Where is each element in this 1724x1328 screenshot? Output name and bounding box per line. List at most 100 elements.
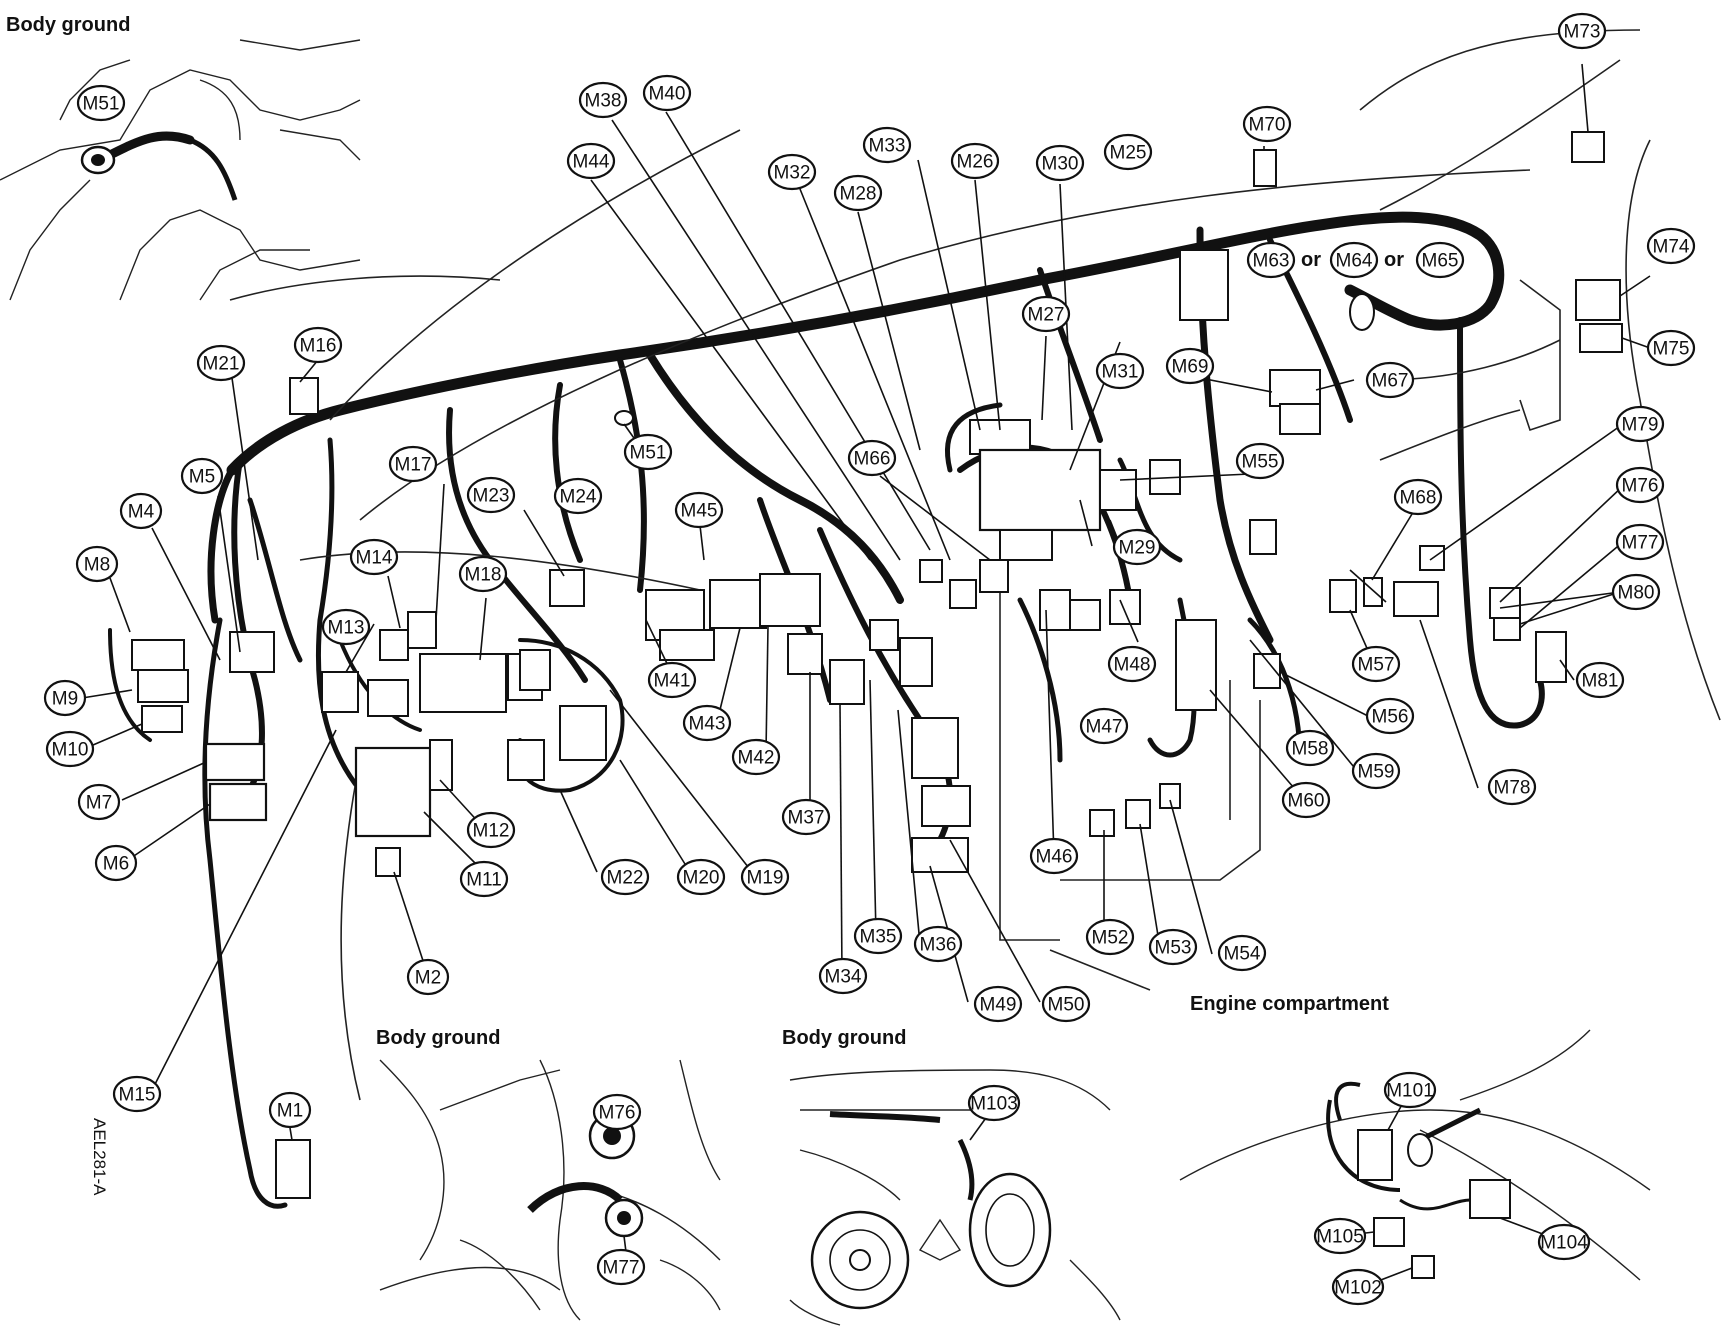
callout-ellipse bbox=[466, 811, 516, 849]
callout-m74: M74 bbox=[1646, 227, 1696, 265]
leader-lines bbox=[81, 63, 1651, 1289]
callout-label: M8 bbox=[84, 555, 110, 576]
or-text-1: or bbox=[1301, 249, 1321, 271]
callout-label: M105 bbox=[1316, 1227, 1364, 1248]
callout-m78: M78 bbox=[1487, 768, 1537, 806]
callout-m26: M26 bbox=[950, 142, 1000, 180]
callout-ellipse bbox=[459, 860, 509, 898]
callout-label: M59 bbox=[1358, 762, 1395, 783]
callout-m9: M9 bbox=[43, 679, 87, 717]
callout-label: M45 bbox=[681, 501, 718, 522]
callout-label: M22 bbox=[607, 868, 644, 889]
callout-ellipse bbox=[740, 858, 790, 896]
callout-m45: M45 bbox=[674, 491, 724, 529]
callout-label: M4 bbox=[128, 502, 155, 523]
callout-label: M10 bbox=[52, 740, 89, 761]
callout-label: M41 bbox=[654, 671, 691, 692]
callout-ellipse bbox=[1235, 442, 1285, 480]
callout-ellipse bbox=[781, 798, 831, 836]
callout-ellipse bbox=[853, 917, 903, 955]
callout-label: M56 bbox=[1372, 707, 1409, 728]
callout-label: M18 bbox=[465, 565, 502, 586]
callout-ellipse bbox=[596, 1248, 646, 1286]
callout-m4: M4 bbox=[119, 492, 163, 530]
callout-ellipse bbox=[1615, 405, 1665, 443]
callout-label: M66 bbox=[854, 449, 891, 470]
callout-m101: M101 bbox=[1383, 1071, 1437, 1109]
callout-label: M63 bbox=[1253, 251, 1290, 272]
callout-ellipse bbox=[676, 858, 726, 896]
callout-ellipse bbox=[682, 704, 732, 742]
callout-m54: M54 bbox=[1217, 934, 1267, 972]
callout-label: M64 bbox=[1336, 251, 1373, 272]
callout-ellipse bbox=[196, 344, 246, 382]
callout-ellipse bbox=[566, 142, 616, 180]
callout-m103: M103 bbox=[967, 1084, 1021, 1122]
callout-ellipse bbox=[623, 433, 673, 471]
callout-m48: M48 bbox=[1107, 645, 1157, 683]
callout-m34: M34 bbox=[818, 957, 868, 995]
callout-m102: M102 bbox=[1331, 1268, 1385, 1306]
callout-m19: M19 bbox=[740, 858, 790, 896]
callout-m49: M49 bbox=[973, 985, 1023, 1023]
callout-label: M38 bbox=[585, 91, 622, 112]
callout-m2: M2 bbox=[406, 958, 450, 996]
callout-label: M13 bbox=[328, 618, 365, 639]
callout-m77b: M77 bbox=[596, 1248, 646, 1286]
callout-label: M33 bbox=[869, 136, 906, 157]
callout-label: M75 bbox=[1653, 339, 1690, 360]
callout-ellipse bbox=[1165, 347, 1215, 385]
callout-label: M21 bbox=[203, 354, 240, 375]
callout-label: M1 bbox=[277, 1101, 303, 1122]
callout-label: M17 bbox=[395, 455, 432, 476]
callout-label: M40 bbox=[649, 84, 686, 105]
callout-label: M74 bbox=[1653, 237, 1690, 258]
callout-label: M44 bbox=[573, 152, 610, 173]
callout-label: M73 bbox=[1564, 22, 1601, 43]
callout-label: M104 bbox=[1540, 1233, 1588, 1254]
callout-label: M77 bbox=[603, 1258, 640, 1279]
callout-ellipse bbox=[119, 492, 163, 530]
callout-label: M69 bbox=[1172, 357, 1209, 378]
callout-m30: M30 bbox=[1035, 144, 1085, 182]
callout-label: M11 bbox=[466, 870, 502, 891]
callout-m76b: M76 bbox=[592, 1093, 642, 1131]
callout-label: M19 bbox=[747, 868, 784, 889]
callout-ellipse bbox=[847, 439, 897, 477]
callout-label: M32 bbox=[774, 163, 811, 184]
callout-label: M103 bbox=[970, 1094, 1018, 1115]
callout-ellipse bbox=[94, 844, 138, 882]
callout-ellipse bbox=[1246, 241, 1296, 279]
callout-m40: M40 bbox=[642, 74, 692, 112]
callout-m68: M68 bbox=[1393, 478, 1443, 516]
callout-m7: M7 bbox=[77, 783, 121, 821]
callout-label: M70 bbox=[1249, 115, 1286, 136]
callout-ellipse bbox=[1035, 144, 1085, 182]
callout-label: M76 bbox=[599, 1103, 636, 1124]
callout-m10: M10 bbox=[45, 730, 95, 768]
callout-ellipse bbox=[967, 1084, 1021, 1122]
callout-ellipse bbox=[1351, 645, 1401, 683]
callout-m11: M11 bbox=[459, 860, 509, 898]
callout-ellipse bbox=[1615, 466, 1665, 504]
callout-ellipse bbox=[1415, 241, 1465, 279]
callout-m6: M6 bbox=[94, 844, 138, 882]
callout-ellipse bbox=[647, 661, 697, 699]
callout-label: M23 bbox=[473, 486, 510, 507]
callout-ellipse bbox=[1557, 12, 1607, 50]
callout-m80: M80 bbox=[1611, 573, 1661, 611]
callout-ellipse bbox=[45, 730, 95, 768]
callout-ellipse bbox=[1079, 707, 1129, 745]
callout-ellipse bbox=[1365, 697, 1415, 735]
callout-label: M2 bbox=[415, 968, 441, 989]
bottom-inset-3-sketch bbox=[1179, 1029, 1651, 1281]
callout-m43: M43 bbox=[682, 704, 732, 742]
callout-ellipse bbox=[1148, 928, 1198, 966]
callout-m16: M16 bbox=[293, 326, 343, 364]
callout-label: M80 bbox=[1618, 583, 1655, 604]
callout-label: M42 bbox=[738, 748, 775, 769]
callout-label: M28 bbox=[840, 184, 877, 205]
bottom-inset-2-title: Body ground bbox=[782, 1027, 906, 1049]
figure-code: AEL281-A bbox=[90, 1118, 109, 1196]
